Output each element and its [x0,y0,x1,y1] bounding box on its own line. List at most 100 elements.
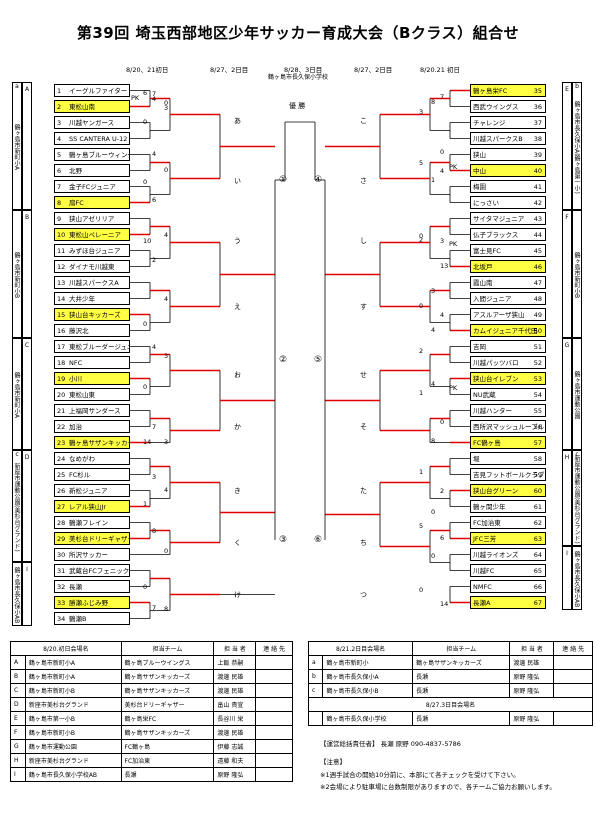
date-day3: 8/28、3日目 [284,66,323,74]
group-venue-left: 鶴ヶ島市新町小B [12,210,22,338]
round-label-right: さ [360,177,367,185]
team-number: 13 [57,279,66,287]
score-right: 7 [440,93,445,101]
team-cell-right: 富士見FC 45 [470,244,546,257]
group-letter-right: E [562,82,572,210]
team-name: 鶴ヶ島栄FC [473,87,508,95]
score-right: 4 [431,326,436,334]
team-name: FC杉ル [69,471,91,479]
team-name: 霞山南 [473,279,493,287]
score-right: 2 [419,236,424,244]
day1-cell: 畠山 貴宣 [213,697,257,712]
team-number: 45 [533,247,542,255]
date-day1-left: 8/20、21初日 [126,66,169,74]
day2-cell: 原野 隆弘 [509,683,555,698]
score-left: 0 [164,166,169,174]
team-name: 金子FCジュニア [69,183,116,191]
day2-contact-cell [553,669,593,684]
day1-cell: E [10,711,26,726]
team-number: 15 [57,311,66,319]
score-left: 4 [164,295,169,303]
team-number: 46 [533,263,542,271]
day3-cell [307,711,324,726]
score-right: 0 [419,232,424,240]
team-name: 富士見FC [473,247,501,255]
team-cell-right: 西所沢マッシュルーブルフローズ56 [470,420,546,433]
score-left: 3 [164,352,169,360]
team-number: 63 [533,535,542,543]
team-number: 57 [533,439,542,447]
team-name: 長瀬A [473,599,491,607]
team-name: 北坂戸 [473,263,493,271]
round-label-left: け [234,591,241,599]
score-right: 0 [440,148,445,156]
team-name: 狭山アゼリリア [69,215,115,223]
group-letter-right: F [562,210,572,338]
team-number: 42 [533,199,542,207]
day3-contact-cell [553,711,593,726]
team-number: 51 [533,343,542,351]
score-left: 0 [143,583,148,591]
day1-cell: 鶴ヶ島市新町小A [24,655,122,670]
note-2: ※2会場により駐車場に台数制限がありますので、各チームご協力お願いします。 [320,783,556,791]
group-letter-right: I [562,546,572,610]
team-number: 34 [57,615,66,623]
day1-cell: 渡邊 民雄 [213,725,257,740]
group-venue-left: 新座市運動公園(美杉台グランド) [12,450,22,562]
th-team2: 担当チーム [412,641,511,656]
team-name: 狭山 [473,151,486,159]
day1-cell: 上飯 恭嗣 [213,655,257,670]
team-number: 32 [57,583,66,591]
group-sub-left: a [15,83,19,90]
team-name: 狭山台グリーン [473,487,519,495]
team-number: 35 [533,87,542,95]
team-number: 10 [57,231,66,239]
match-circle-left: ③ [279,535,288,545]
team-number: 29 [57,535,66,543]
team-cell-right: 北坂戸 46 [470,260,546,273]
team-name: 川越スパークスA [69,279,119,287]
team-name: 仏子ブラックス [473,231,519,239]
team-number: 2 [57,103,62,111]
score-left: 0 [164,547,169,555]
team-number: 9 [57,215,62,223]
team-number: 53 [533,375,542,383]
day2-cell: 鶴ヶ島市長久保小A [322,669,414,684]
team-number: 11 [57,247,66,255]
note-1: ※1週手試合の開始10分前に、本部にて各チェックを受けて下さい。 [320,771,520,779]
day1-cell: 鶴ヶ島市新町小B [24,725,122,740]
day1-cell: 鶴ヶ島サザンキッカーズ [120,683,215,698]
team-name: みずほ台ジュニア [69,247,121,255]
score-right: 14 [440,600,449,608]
score-right: 3 [431,287,436,295]
score-left: 4 [152,95,157,103]
th-person2: 担 当 者 [509,641,555,656]
day1-contact-cell [255,697,293,712]
team-number: 27 [57,503,66,511]
day1-contact-cell [255,655,293,670]
team-name: 東松山ペレーニア [69,231,121,239]
team-number: 22 [57,423,66,431]
